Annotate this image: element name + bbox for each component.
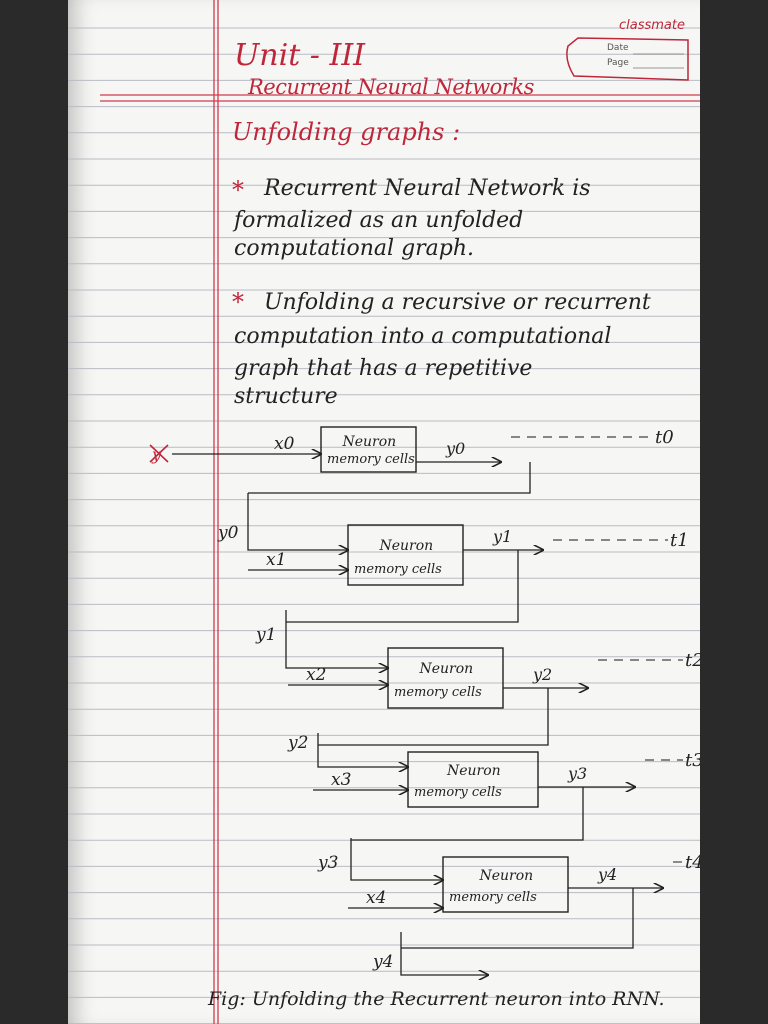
note-2-line-3: graph that has a repetitive [234, 356, 533, 381]
block-label-neuron: Neuron [342, 434, 397, 450]
block-label-neuron: Neuron [446, 763, 501, 779]
output-label: y2 [532, 665, 552, 684]
note-2-line-1: Unfolding a recursive or recurrent [264, 290, 651, 315]
feedback-line [248, 462, 531, 494]
note-2-line-2: computation into a computational [234, 324, 612, 349]
page-label: Page [607, 58, 629, 68]
feedback-label: y3 [317, 853, 338, 873]
input-label: x1 [266, 550, 286, 570]
unit-heading: Unit - III [234, 38, 366, 73]
block-label-memory: memory cells [394, 685, 482, 700]
date-page-box [566, 37, 689, 81]
bullet-1-star: * [232, 176, 244, 204]
note-1-line-3: computational graph. [234, 236, 475, 261]
block-label-memory: memory cells [354, 562, 442, 577]
feedback-arrow [400, 932, 488, 975]
figure-caption: Fig: Unfolding the Recurrent neuron into… [208, 988, 665, 1010]
block-label-memory: memory cells [414, 785, 502, 800]
neuron-block [407, 751, 539, 808]
note-2-line-4: structure [234, 384, 338, 409]
topic-heading: Unfolding graphs : [232, 118, 461, 146]
neuron-block [387, 647, 504, 709]
block-label-memory: memory cells [449, 890, 537, 905]
feedback-arrow [247, 493, 348, 550]
start-mark: y [151, 445, 162, 464]
feedback-label: y2 [287, 733, 308, 753]
output-label: y0 [445, 439, 465, 458]
block-label-neuron: Neuron [479, 868, 534, 884]
strike-mark [149, 444, 169, 463]
feedback-label: y0 [217, 523, 239, 543]
feedback-line [318, 688, 549, 746]
feedback-line [286, 550, 519, 623]
brand-logo: classmate [619, 18, 685, 33]
input-label: x2 [306, 665, 326, 685]
feedback-line [401, 888, 634, 949]
note-1-line-1: Recurrent Neural Network is [264, 176, 591, 201]
feedback-arrow [285, 610, 388, 668]
date-label: Date [607, 43, 629, 53]
subject-heading: Recurrent Neural Networks [248, 75, 534, 99]
bullet-2-star: * [232, 288, 244, 316]
output-label: y1 [492, 527, 512, 546]
feedback-label: y1 [255, 625, 276, 645]
feedback-label: y4 [372, 952, 393, 972]
time-label: t0 [655, 427, 674, 448]
input-label: x4 [366, 888, 386, 908]
time-label: t3 [685, 750, 700, 771]
block-label-neuron: Neuron [419, 661, 474, 677]
output-label: y3 [567, 764, 587, 783]
feedback-arrow [350, 838, 443, 880]
output-label: y4 [597, 865, 617, 884]
feedback-line [351, 787, 584, 841]
time-label: t1 [670, 530, 689, 551]
block-label-memory: memory cells [327, 452, 415, 467]
time-label: t2 [685, 650, 700, 671]
feedback-arrow [317, 733, 408, 767]
input-label: x3 [331, 770, 351, 790]
note-1-line-2: formalized as an unfolded [234, 208, 524, 233]
input-label: x0 [274, 434, 295, 454]
block-label-neuron: Neuron [379, 538, 434, 554]
time-label: t4 [685, 852, 700, 873]
